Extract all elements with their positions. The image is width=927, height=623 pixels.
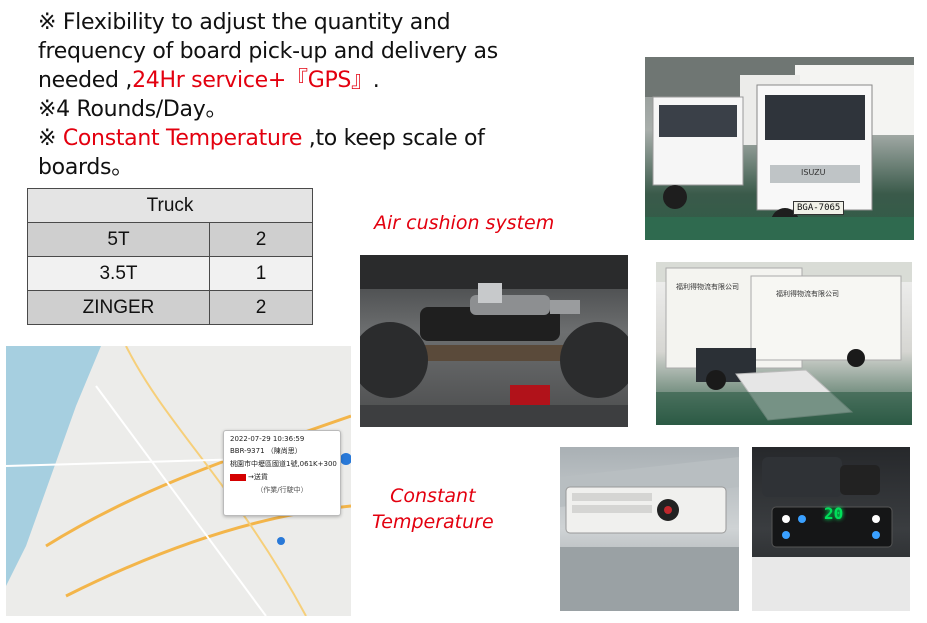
period: . [372,68,380,93]
gps-status: →送貨 [230,472,334,482]
gps-status-label: →送貨 [248,473,268,481]
gps-location: 桃園市中壢區國道1號,061K+300 [230,460,337,468]
status-bar [230,473,246,481]
truck-type-cell: 5T [27,222,210,257]
gps-popup[interactable]: 2022-07-29 10:36:59 BBR-9371 （陳尚思） 桃園市中壢… [223,430,341,516]
temperature-panel-photo: 20 [752,447,910,611]
truck-table-header-row: Truck [27,188,313,223]
truck-brand-label: ISUZU [801,168,826,177]
constant-temperature-caption-line-1: Constant [390,485,476,507]
trucks-photo: ISUZU BGA-7065 [645,57,914,240]
constant-temperature-caption-line-2: Temperature [372,511,494,533]
air-cushion-caption: Air cushion system [374,212,555,234]
truck-count-cell: 2 [209,290,313,325]
bullet-flexibility-line-2: frequency of board pick-up and delivery … [38,39,498,64]
service-gps-highlight: 24Hr service+『GPS』 [132,68,373,93]
air-cushion-photo [360,255,628,427]
bullet-constant-temperature-line-2: boards。 [38,155,133,180]
gps-vehicle: BBR-9371 （陳尚思） [230,447,302,455]
constant-temperature-highlight: Constant Temperature [62,126,303,151]
temperature-readout: 20 [824,504,844,523]
truck-count-cell: 2 [209,222,313,257]
gps-datetime: 2022-07-29 10:36:59 [230,435,305,443]
bullet-flexibility-line-1: ※ Flexibility to adjust the quantity and [38,10,451,35]
table-row: ZINGER 2 [27,290,313,325]
feature-bullets: ※ Flexibility to adjust the quantity and… [38,8,598,182]
gps-footer: （作業/行駛中） [256,486,308,494]
refrigeration-unit-photo [560,447,739,611]
box-truck-illustration [656,262,912,425]
keep-scale-text: ,to keep scale of [302,126,485,151]
truck-count-cell: 1 [209,256,313,291]
needed-text: needed , [38,68,133,93]
truck-table-header: Truck [27,188,313,223]
table-row: 3.5T 1 [27,256,313,291]
constant-temperature-caption: Constant Temperature [372,483,494,535]
refrigeration-unit-illustration [560,457,739,611]
trucks-illustration [645,57,914,240]
box-company-label-1: 福利得物流有限公司 [676,283,739,291]
bullet-rounds-per-day: ※4 Rounds/Day。 [38,97,228,122]
truck-plate: BGA-7065 [793,201,845,215]
bullet-flexibility-line-3: needed ,24Hr service+『GPS』. [38,66,598,95]
truck-table: Truck 5T 2 3.5T 1 ZINGER 2 [27,188,313,325]
bullet-constant-temperature: ※ Constant Temperature ,to keep scale of [38,124,598,153]
gps-map: 2022-07-29 10:36:59 BBR-9371 （陳尚思） 桃園市中壢… [6,346,351,616]
truck-type-cell: 3.5T [27,256,210,291]
box-company-label-2: 福利得物流有限公司 [776,290,839,298]
table-row: 5T 2 [27,222,313,257]
air-cushion-illustration [360,255,628,427]
temperature-panel-illustration [752,457,910,611]
bullet-mark: ※ [38,126,63,151]
box-truck-photo: 福利得物流有限公司 福利得物流有限公司 [656,262,912,425]
truck-type-cell: ZINGER [27,290,210,325]
